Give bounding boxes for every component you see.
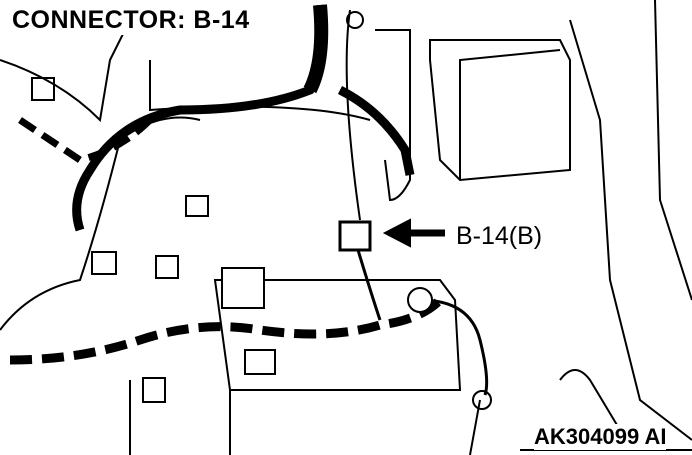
- bracket-outline: [375, 29, 411, 202]
- ground-terminal: [346, 11, 364, 29]
- lower-harness: [9, 296, 444, 365]
- connector: [142, 377, 166, 403]
- connector: [31, 77, 55, 101]
- ground-terminal: [472, 390, 492, 410]
- panel-outline: [0, 116, 201, 331]
- battery-tray: [213, 279, 462, 391]
- main-harness-thick: [303, 4, 329, 94]
- relay-box-edge: [459, 49, 561, 180]
- connector-b14: [338, 220, 372, 252]
- connector-callout-label: B-14(B): [456, 222, 543, 251]
- connector: [155, 255, 179, 279]
- panel-outline: [559, 369, 621, 431]
- callout-arrow-head: [382, 218, 411, 248]
- ground-wire: [345, 9, 361, 221]
- connector: [185, 195, 209, 217]
- panel-outline: [654, 0, 692, 301]
- relay-box: [429, 39, 571, 182]
- panel-outline: [0, 19, 131, 123]
- support-lines: [129, 380, 481, 455]
- right-harness: [337, 85, 415, 176]
- connector: [244, 349, 276, 375]
- connector: [91, 251, 117, 275]
- figure-code: AK304099 AI: [534, 424, 667, 450]
- relay: [221, 267, 265, 309]
- battery-cable: [419, 298, 489, 396]
- diagram-title: CONNECTOR: B-14: [10, 6, 252, 35]
- panel-outline: [569, 19, 692, 441]
- battery-terminal: [407, 287, 433, 313]
